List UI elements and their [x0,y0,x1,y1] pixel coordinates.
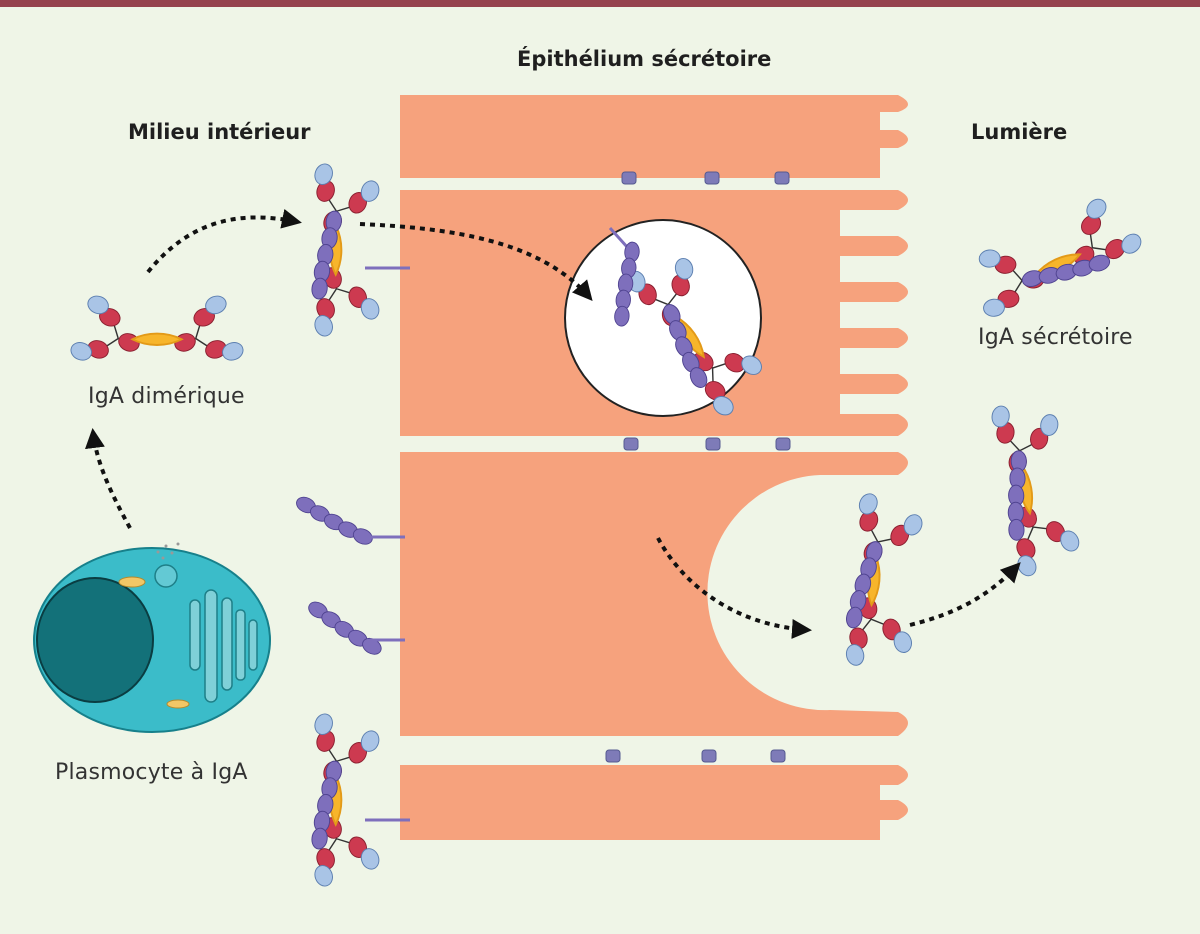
arrow-secretion [85,428,132,529]
arrow-release [909,562,1021,627]
epithelium-label: Épithélium sécrétoire [517,47,772,71]
secreted-particles [156,542,180,560]
secretory-iga-top [958,186,1154,337]
pigr-receptor [303,598,405,658]
bound-iga-basolateral [298,711,382,888]
mitochondrion [166,699,190,709]
interior-label: Milieu intérieur [128,120,311,144]
bound-iga-basolateral [298,161,382,338]
dimeric-iga-label: IgA dimérique [88,384,245,409]
tight-junction [605,749,621,763]
arrow-endocytosis [359,222,593,302]
lumen-label: Lumière [971,120,1068,144]
tight-junction [621,171,637,185]
tight-junction [704,171,720,185]
plasmocyte-label: Plasmocyte à IgA [55,760,248,785]
epithelial-cell [400,452,908,736]
dimeric-iga [68,293,245,377]
arrow-dimer-to-receptor [146,208,302,274]
arrow-transcytosis [656,537,812,639]
tight-junction [705,437,721,451]
plasmocyte [33,542,271,733]
tight-junction [774,171,790,185]
secretory-iga-label: IgA sécrétoire [978,325,1133,350]
top-bar [0,0,1200,7]
pigr-receptor [291,493,405,548]
epithelial-cell [400,95,908,178]
tight-junction [770,749,786,763]
plasmocyte-nucleus [36,577,154,703]
mitochondrion [118,576,146,588]
secretory-vesicle [154,564,178,588]
tight-junction [701,749,717,763]
vesicle-free-receptor [608,226,641,328]
secretory-iga-released [973,394,1086,583]
tight-junction [775,437,791,451]
epithelial-cell [400,765,908,840]
epithelium-cells [400,95,908,840]
tight-junction [623,437,639,451]
secretory-iga-exocytosis [828,489,927,673]
endoplasmic-reticulum [189,589,258,703]
